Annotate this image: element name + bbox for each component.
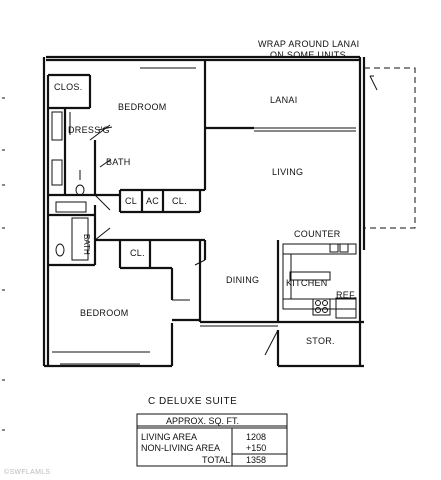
room-kitchen: KITCHEN <box>286 278 328 288</box>
note-line-1: WRAP AROUND LANAI <box>258 39 359 49</box>
plan-title: C DELUXE SUITE <box>148 396 237 407</box>
area-row-nonliving-value: +150 <box>246 443 266 453</box>
room-dressing: DRESS'G <box>68 125 110 135</box>
room-living: LIVING <box>272 167 303 177</box>
area-table-header: APPROX. SQ. FT. <box>166 416 239 426</box>
wrap-around-lanai <box>364 67 416 229</box>
room-bath-top: BATH <box>106 157 131 167</box>
area-row-living-label: LIVING AREA <box>141 432 197 442</box>
area-row-living-value: 1208 <box>246 432 266 442</box>
room-lanai: LANAI <box>270 95 298 105</box>
room-bedroom-bottom: BEDROOM <box>80 308 129 318</box>
room-counter: COUNTER <box>294 229 341 239</box>
interior-walls <box>48 60 280 327</box>
room-closet-3: CL. <box>130 248 145 258</box>
exterior-walls <box>42 55 366 368</box>
room-storage: STOR. <box>306 336 335 346</box>
room-bedroom-top: BEDROOM <box>118 102 167 112</box>
door-swings <box>89 124 279 356</box>
room-ac: AC <box>146 196 159 206</box>
area-table: APPROX. SQ. FT. LIVING AREA 1208 NON-LIV… <box>136 413 288 467</box>
watermark: ©SWFLAMLS <box>4 468 50 476</box>
room-closet-top: CLOS. <box>54 82 83 92</box>
room-dining: DINING <box>226 275 259 285</box>
area-row-total-value: 1358 <box>246 455 266 465</box>
fixtures <box>51 111 357 319</box>
windows <box>52 67 356 365</box>
area-row-total-label: TOTAL <box>202 455 230 465</box>
area-row-nonliving-label: NON-LIVING AREA <box>141 443 220 453</box>
note-line-2: ON SOME UNITS <box>270 50 346 60</box>
room-bath-side: BATH <box>82 234 91 255</box>
room-closet-1: CL <box>125 196 137 206</box>
room-closet-2: CL. <box>172 196 187 206</box>
room-ref: REF. <box>336 290 357 300</box>
edge-ticks <box>2 97 5 431</box>
